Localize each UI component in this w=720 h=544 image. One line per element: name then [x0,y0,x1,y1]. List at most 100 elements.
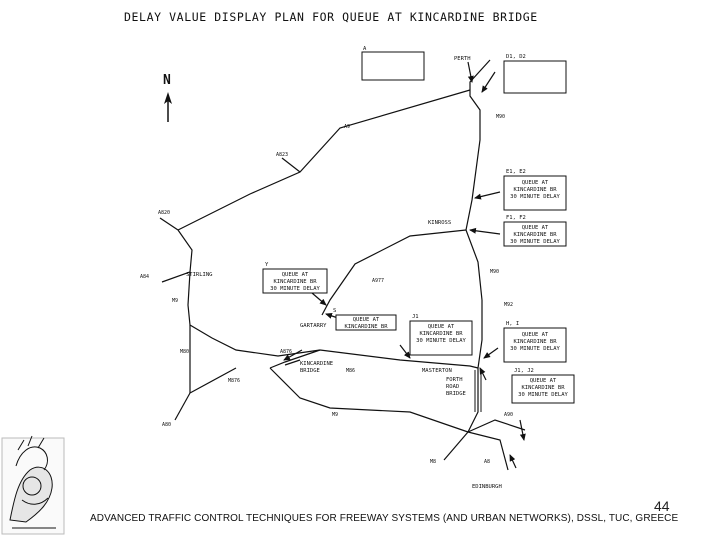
place-masterton: MASTERTON [422,368,452,374]
road-m876 [189,367,237,394]
road-label-m9-left: M9 [172,298,178,304]
road-a90 [467,419,526,433]
road-a84-stirling [161,229,193,283]
sign-s-id: S [333,308,336,314]
road-label-m92: M92 [504,302,513,308]
sign-message-line: QUEUE AT [522,225,549,231]
road-label-m90-top: M90 [496,114,505,120]
sign-message-line: 30 MINUTE DELAY [518,392,568,398]
road-kincardine-to-masterton [319,349,479,369]
road-kinross-gartarry [321,229,467,316]
road-label-a84: A84 [140,274,149,280]
place-edinburgh: EDINBURGH [472,484,502,490]
diagram-title: DELAY VALUE DISPLAY PLAN FOR QUEUE AT KI… [124,10,538,24]
road-a9 [177,89,471,231]
sign-e-id: E1, E2 [506,169,526,175]
place-gartarry: GARTARRY [300,323,327,329]
road-a8 [467,431,509,471]
place-perth: PERTH [454,56,471,62]
sign-message-line: QUEUE AT [522,180,549,186]
road-bridge-deck [474,370,482,412]
road-a80 [174,392,191,421]
road-a876 [284,359,301,366]
road-label-a823: A823 [276,152,288,158]
sign-message-line: KINCARDINE BR [513,232,557,238]
road-m9-south [187,271,321,357]
sign-message-line: KINCARDINE BR [521,385,565,391]
sign-a-id: A [363,46,367,52]
road-a823 [281,157,301,173]
sign-message-line: 30 MINUTE DELAY [510,239,560,245]
road-m90-to-bridge [465,229,483,433]
sign-message-line: QUEUE AT [522,332,549,338]
road-label-a90: A90 [504,412,513,418]
road-label-a820: A820 [158,210,170,216]
sign-message-line: QUEUE AT [353,317,380,323]
road-m8-edinburgh [443,431,469,461]
road-south-link [269,367,469,433]
road-kincardine-bridge [269,349,321,369]
sign-hi-id: H, I [506,321,519,327]
road-label-a977: A977 [372,278,384,284]
sign-message-line: 30 MINUTE DELAY [510,194,560,200]
sign-message-line: KINCARDINE BR [273,279,317,285]
road-label-a9: A9 [344,124,350,130]
sign-message-line: KINCARDINE BR [513,339,557,345]
sign-message-line: 30 MINUTE DELAY [416,338,466,344]
sign-j-id: J1, J2 [514,368,534,374]
institution-logo [1,435,65,535]
place-labels: PERTH KINROSS STIRLING GARTARRY KINCARDI… [186,56,502,490]
sign-j1-id: J1 [412,314,419,320]
sign-message-line: 30 MINUTE DELAY [270,286,320,292]
sign-message-line: KINCARDINE BR [419,331,463,337]
road-label-a876: A876 [280,349,292,355]
page-number: 44 [654,498,670,514]
road-labels: M90 A9 A823 A820 A84 M9 M80 M876 A80 A97… [140,114,513,465]
sign-f-id: F1, F2 [506,215,526,221]
sign-message-line: KINCARDINE BR [513,187,557,193]
road-label-m90-mid: M90 [490,269,499,275]
road-a820 [159,217,179,231]
footer-text: ADVANCED TRAFFIC CONTROL TECHNIQUES FOR … [90,513,679,524]
road-label-m80: M80 [180,349,189,355]
sign-message-line: QUEUE AT [530,378,557,384]
road-label-m876: M876 [228,378,240,384]
road-label-a80: A80 [162,422,171,428]
sign-message-line: QUEUE AT [428,324,455,330]
north-label: N [163,73,171,88]
sign-message-line: QUEUE AT [282,272,309,278]
road-label-a8: A8 [484,459,490,465]
sign-a: A [361,46,425,81]
sign-y-id: Y [265,262,269,268]
sign-d: D1, D2 [503,54,567,94]
north-arrow: N [163,73,172,122]
road-label-m8: M8 [430,459,436,465]
road-network [159,59,526,471]
sign-arrows [283,61,526,469]
sign-message-line: KINCARDINE BR [344,324,388,330]
sign-d-id: D1, D2 [506,54,526,60]
place-stirling: STIRLING [186,272,213,278]
road-label-m86: M86 [346,368,355,374]
sign-message-line: 30 MINUTE DELAY [510,346,560,352]
road-label-m9-bottom: M9 [332,412,338,418]
